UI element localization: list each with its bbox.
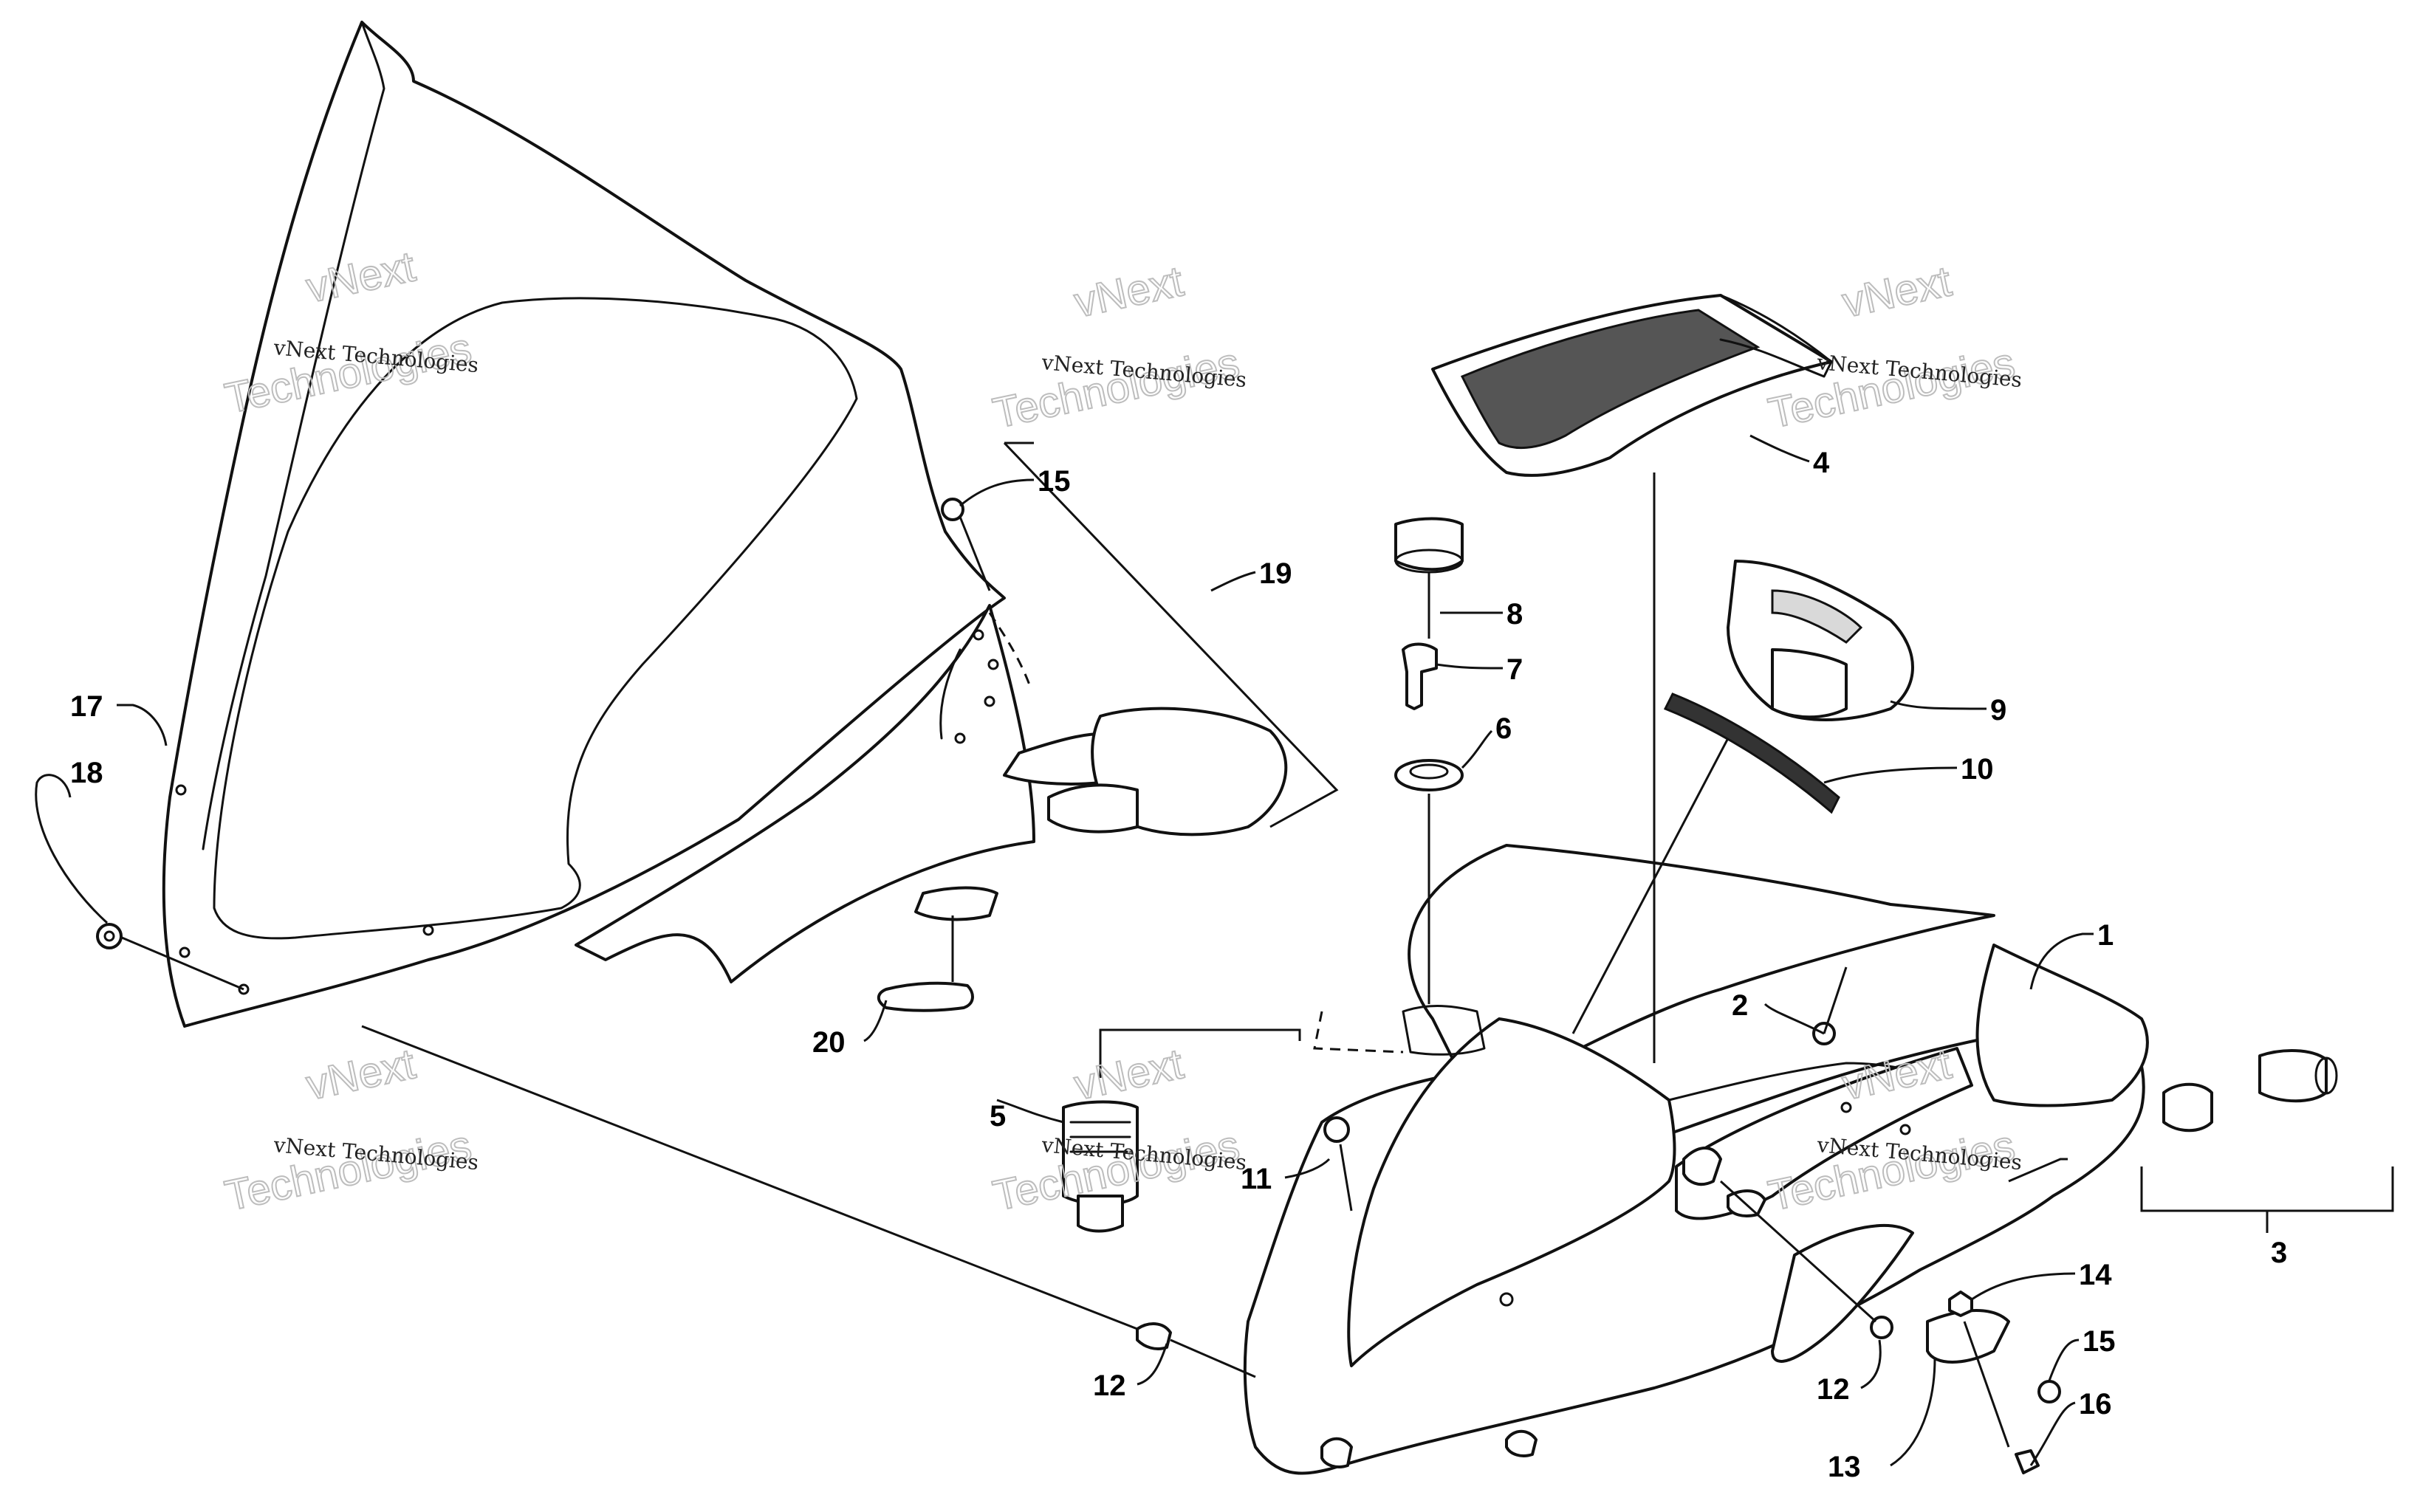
callout-11: 11 [1241, 1163, 1272, 1195]
part-14-nut [1948, 1291, 1973, 1317]
callout-5: 5 [990, 1100, 1006, 1133]
callout-19: 19 [1259, 557, 1292, 590]
part-20-tab [877, 915, 974, 1012]
callout-7: 7 [1506, 653, 1523, 686]
svg-text:vNext: vNext [1838, 257, 1955, 326]
callout-12-left: 12 [1093, 1370, 1126, 1402]
callout-14: 14 [2079, 1259, 2112, 1291]
part-9-gauge-pod [1727, 560, 1914, 721]
callout-numbers: 1 2 3 4 5 6 7 8 9 10 11 12 12 13 14 15 1… [70, 447, 2287, 1483]
mirror-deflector [575, 604, 1288, 983]
callout-2: 2 [1732, 989, 1748, 1022]
callout-16: 16 [2079, 1388, 2112, 1420]
part-2-screw [1812, 966, 1848, 1045]
callout-leaders [863, 434, 2094, 1467]
callout-6: 6 [1495, 712, 1512, 745]
part-15-grommet [2037, 1380, 2061, 1403]
part-7-key [1402, 572, 1438, 710]
part-8-cap [1394, 517, 1464, 574]
callout-8: 8 [1506, 598, 1523, 630]
part-6-grommet [1394, 759, 1464, 1004]
part-16-screw [2015, 1449, 2040, 1474]
callout-20: 20 [812, 1026, 846, 1059]
watermark-bottom-left: vNext Technologies vNext Technologies [220, 1039, 479, 1220]
watermark-top-center: vNext Technologies vNext Technologies [988, 256, 1247, 438]
part-5-ignition-switch [1062, 1028, 1301, 1233]
leader-lines [35, 441, 2068, 1330]
part-15-top-grommet [941, 498, 991, 591]
part-12-left-clip [1136, 1322, 1256, 1378]
svg-text:vNext: vNext [302, 1040, 419, 1109]
callout-1: 1 [2097, 919, 2114, 952]
callout-9: 9 [1990, 694, 2006, 726]
callout-12-right: 12 [1817, 1373, 1850, 1406]
callout-18: 18 [70, 757, 103, 789]
part-18-grommet [96, 923, 244, 991]
callout-10: 10 [1961, 753, 1994, 786]
svg-text:vNext: vNext [1070, 1040, 1187, 1109]
part-10-seal [1571, 693, 1840, 1034]
callout-15-top: 15 [1038, 465, 1071, 498]
callout-17: 17 [70, 690, 103, 723]
callout-13: 13 [1828, 1451, 1861, 1483]
svg-text:vNext: vNext [1070, 257, 1187, 326]
callout-3: 3 [2271, 1237, 2287, 1269]
windshield [162, 21, 1006, 1028]
part-4-net-tray [1431, 294, 1833, 1063]
part-12-right-clip [1870, 1316, 1893, 1339]
callout-15-bottom: 15 [2083, 1325, 2116, 1358]
part-3-switch-assembly [2140, 1049, 2394, 1233]
callout-4: 4 [1813, 447, 1830, 479]
part-11-screw [1323, 1116, 1353, 1212]
part-13-bracket [1926, 1309, 2010, 1448]
